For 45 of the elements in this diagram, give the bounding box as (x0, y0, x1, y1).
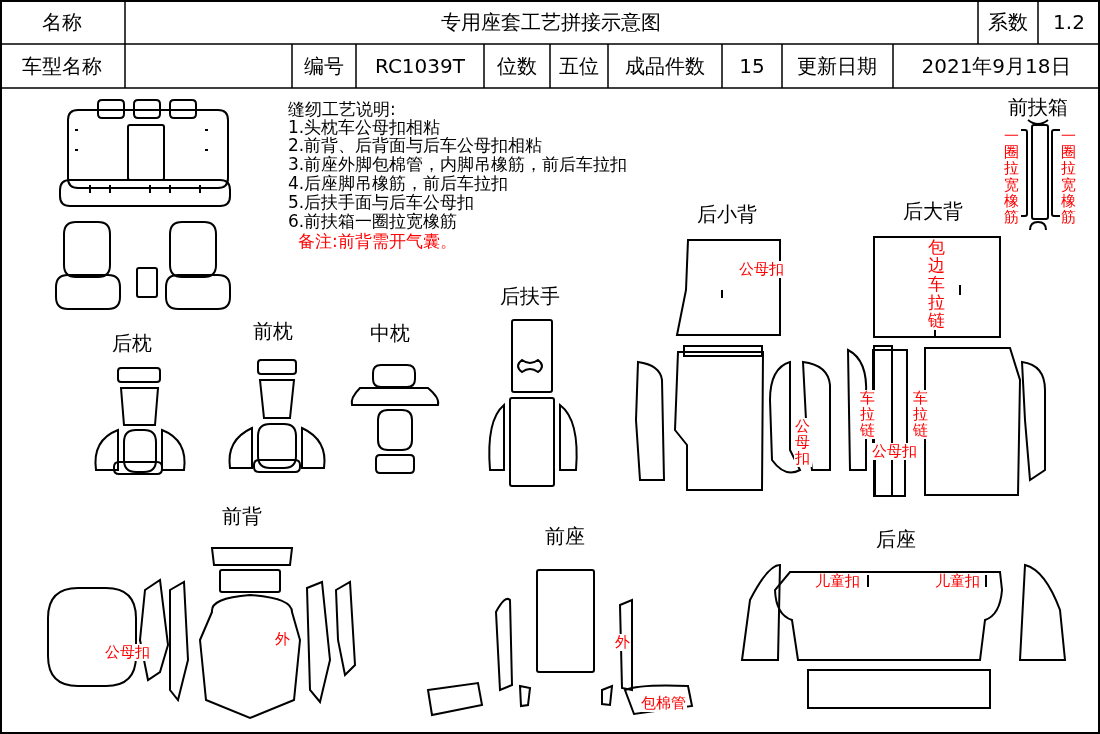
note-line: 1.头枕车公母扣相粘 (288, 118, 441, 137)
sewing-note: 包棉管 (640, 695, 687, 712)
sewing-note: 公母扣 (104, 644, 151, 661)
section-title: 后座 (876, 528, 916, 550)
section-title: 前枕 (253, 320, 293, 342)
field-value: 2021年9月18日 (921, 55, 1071, 77)
section-title: 后大背 (903, 200, 963, 222)
sewing-note: 儿童扣 (934, 573, 981, 590)
sewing-note: 公母扣 (871, 443, 918, 460)
sewing-note: 公母扣 (738, 261, 785, 278)
note-line: 2.前背、后背面与后车公母扣相粘 (288, 136, 543, 155)
field-value: 1.2 (1053, 11, 1085, 33)
section-title: 后枕 (112, 332, 152, 354)
sewing-note: 车拉链 (859, 390, 877, 439)
section-title: 后扶手 (500, 285, 560, 307)
sewing-note: 公母扣 (794, 418, 812, 467)
section-title: 前背 (222, 505, 262, 527)
note-line: 4.后座脚吊橡筋，前后车拉扣 (288, 174, 509, 193)
field-label: 位数 (497, 55, 537, 77)
field-value: 15 (739, 55, 765, 77)
diagram-title: 专用座套工艺拼接示意图 (441, 11, 661, 33)
note-line: 备注:前背需开气囊。 (298, 232, 457, 251)
sewing-note: 包边车拉链 (927, 238, 947, 330)
section-title: 中枕 (370, 322, 410, 344)
section-title: 前扶箱 (1008, 96, 1068, 118)
sewing-note: 车拉链 (912, 390, 930, 439)
note-line: 6.前扶箱一圈拉宽橡筋 (288, 212, 458, 231)
field-label: 名称 (42, 11, 82, 33)
section-title: 前座 (545, 525, 585, 547)
note-line: 3.前座外脚包棉管，内脚吊橡筋，前后车拉扣 (288, 155, 628, 174)
note-line: 5.后扶手面与后车公母扣 (288, 193, 475, 212)
field-label: 系数 (988, 11, 1028, 33)
sewing-note: 一圈拉宽橡筋 (1003, 128, 1021, 226)
section-title: 后小背 (697, 203, 757, 225)
field-value: 五位 (559, 55, 599, 77)
field-label: 编号 (304, 55, 344, 77)
field-label: 车型名称 (22, 55, 102, 77)
field-label: 成品件数 (625, 55, 705, 77)
sewing-note: 外 (274, 631, 291, 648)
sewing-note: 外 (614, 634, 631, 651)
field-value: RC1039T (375, 55, 465, 77)
sewing-note: 一圈拉宽橡筋 (1060, 128, 1078, 226)
field-label: 更新日期 (797, 55, 877, 77)
note-heading: 缝纫工艺说明: (288, 100, 396, 119)
sewing-note: 儿童扣 (814, 573, 861, 590)
